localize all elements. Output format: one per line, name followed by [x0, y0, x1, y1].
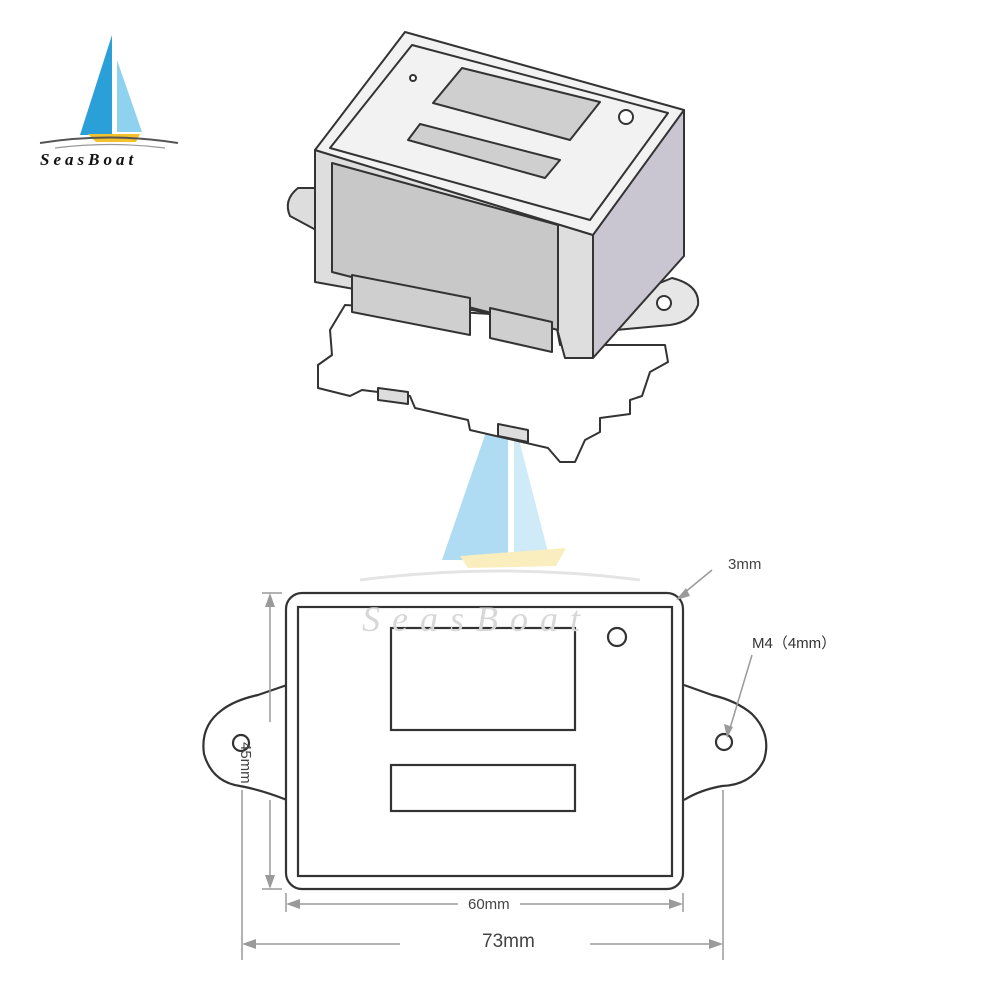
drawing-inner-frame	[296, 605, 674, 878]
top-screw-hole	[618, 109, 634, 125]
pcb-plate	[317, 304, 669, 463]
dimension-lines	[241, 569, 753, 960]
top-small-hole	[409, 74, 417, 82]
top-window-large	[432, 67, 601, 141]
dim-label-inner-width: 60mm	[464, 896, 514, 913]
enclosure-3d-view	[286, 31, 700, 463]
dim-label-height: 45mm	[237, 742, 254, 784]
logo-text: SeasBoat	[40, 150, 138, 169]
dim-label-hole: M4（4mm）	[752, 635, 837, 652]
front-panel-inset	[331, 162, 559, 331]
seasboat-logo	[39, 35, 179, 149]
left-mount-ear	[286, 187, 317, 231]
front-tab-left	[351, 274, 471, 336]
logo-sail-right	[117, 60, 142, 132]
drawing-panel-hole	[606, 626, 628, 648]
enclosure-front-drawing	[202, 591, 768, 891]
top-face-border	[329, 44, 669, 221]
drawing-window-upper	[389, 626, 577, 732]
dim-label-corner-thickness: 3mm	[728, 556, 762, 573]
watermark-text: SeasBoat	[362, 599, 592, 639]
logo-wave-2	[54, 143, 166, 149]
drawing-right-hole	[714, 732, 734, 752]
front-tab-right	[489, 307, 553, 353]
dim-label-total-width: 73mm	[478, 931, 539, 953]
logo-sail-left	[80, 35, 112, 135]
logo-wave	[39, 136, 179, 144]
plate-clip-1	[377, 387, 409, 405]
right-ear-hole	[656, 295, 672, 311]
drawing-left-hole	[231, 733, 251, 753]
top-window-small	[407, 123, 561, 179]
plate-clip-2	[497, 423, 529, 443]
drawing-outer-frame	[284, 591, 685, 891]
drawing-window-lower	[389, 763, 577, 813]
box-top-face	[314, 31, 685, 236]
